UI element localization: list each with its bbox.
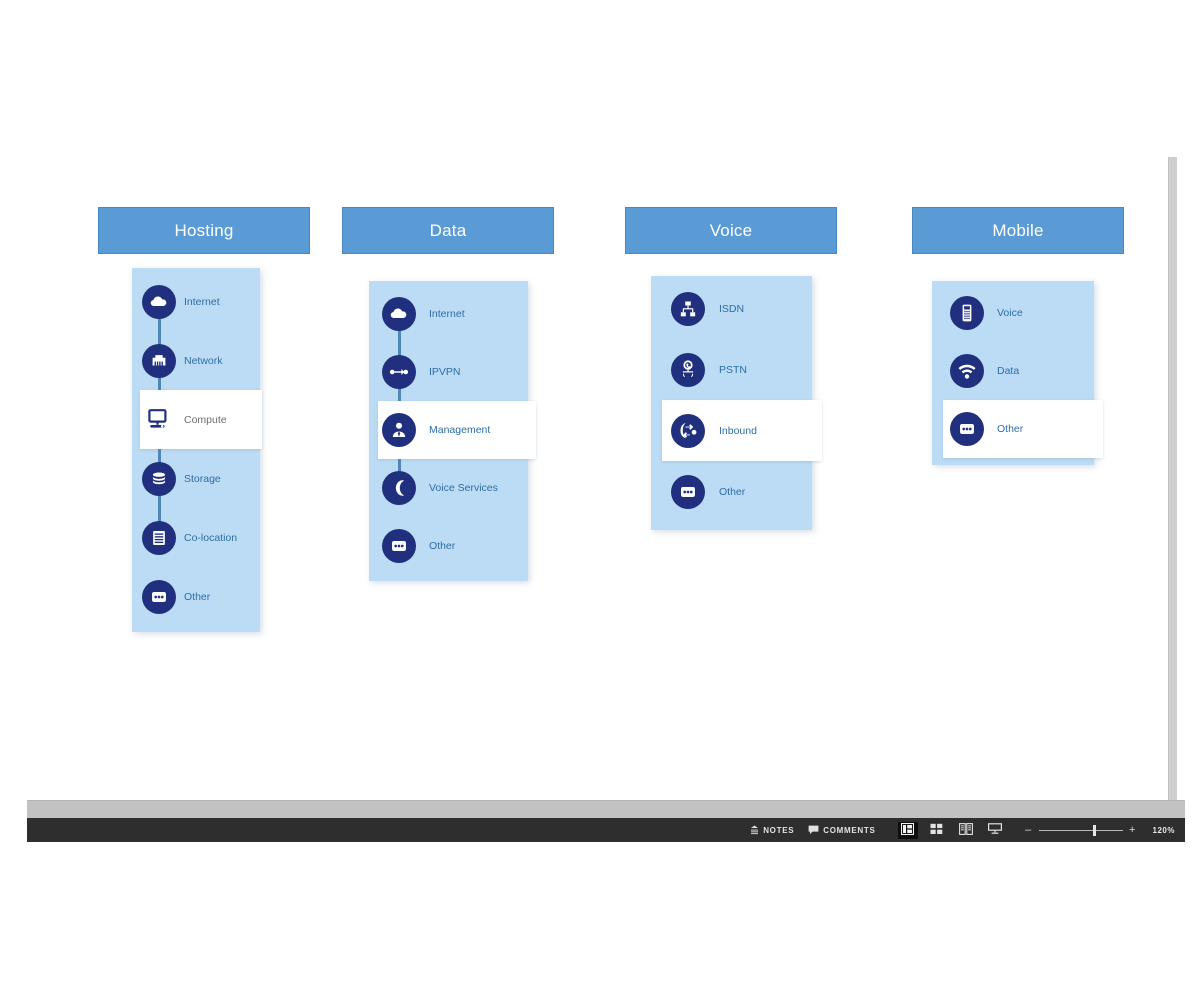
service-item-label: Voice	[997, 307, 1023, 319]
column-title: Hosting	[174, 220, 234, 240]
column-header-hosting[interactable]: Hosting	[98, 207, 310, 254]
service-item-label: Inbound	[719, 424, 757, 437]
column-header-data[interactable]: Data	[342, 207, 554, 254]
service-item-mobile-other[interactable]: Other	[932, 400, 1094, 458]
service-item-data-voice-services[interactable]: Voice Services	[369, 459, 528, 517]
service-item-label: Storage	[184, 472, 221, 485]
service-item-data-ipvpn[interactable]: IPVPN	[369, 343, 528, 401]
canvas-bottom-band	[27, 800, 1185, 819]
wifi-signal-icon	[950, 354, 984, 388]
service-item-label: Network	[184, 354, 223, 367]
ellipsis-icon	[382, 529, 416, 563]
zoom-slider-handle[interactable]	[1092, 824, 1096, 836]
column-header-voice[interactable]: Voice	[625, 207, 837, 254]
service-item-label: Data	[997, 365, 1020, 377]
ellipsis-icon	[950, 412, 984, 446]
service-item-label: Other	[184, 590, 211, 603]
service-item-hosting-network[interactable]: Network	[132, 331, 260, 390]
comment-icon	[808, 825, 819, 835]
cloud-icon	[142, 284, 176, 319]
comments-label: COMMENTS	[823, 825, 876, 835]
slide-sorter-button[interactable]	[927, 822, 947, 839]
column-title: Voice	[709, 220, 753, 240]
service-item-hosting-co-location[interactable]: Co-location	[132, 508, 260, 567]
ellipsis-icon	[671, 474, 705, 509]
column-title: Data	[429, 220, 467, 240]
phone-network-icon	[671, 352, 705, 387]
notes-icon	[750, 825, 759, 835]
network-tree-icon	[671, 291, 705, 326]
column-title: Mobile	[992, 220, 1044, 240]
zoom-slider[interactable]	[1038, 824, 1123, 836]
service-item-voice-inbound[interactable]: Inbound	[651, 400, 812, 461]
service-item-label: Co-location	[184, 531, 238, 544]
service-item-label: Internet	[184, 295, 220, 308]
ethernet-port-icon	[142, 343, 176, 378]
column-panel-hosting	[132, 268, 260, 632]
desktop-monitor-icon	[142, 403, 176, 437]
zoom-out-button[interactable]: –	[1025, 823, 1032, 836]
database-icon	[142, 461, 176, 496]
slide-sorter-icon	[930, 823, 943, 837]
service-item-hosting-internet[interactable]: Internet	[132, 272, 260, 331]
service-item-data-internet[interactable]: Internet	[369, 285, 528, 343]
zoom-level-label[interactable]: 120%	[1152, 825, 1175, 835]
service-item-voice-other[interactable]: Other	[651, 461, 812, 522]
service-item-label: IPVPN	[429, 366, 461, 378]
notes-button[interactable]: NOTES	[750, 825, 794, 835]
service-item-label: PSTN	[719, 363, 748, 376]
handset-icon	[382, 471, 416, 505]
zoom-in-button[interactable]: +	[1129, 823, 1137, 836]
comments-button[interactable]: COMMENTS	[808, 825, 875, 835]
service-item-data-other[interactable]: Other	[369, 517, 528, 575]
service-item-hosting-other[interactable]: Other	[132, 567, 260, 626]
cloud-icon	[382, 297, 416, 331]
service-item-label: Compute	[184, 413, 227, 426]
point-to-point-icon	[382, 355, 416, 389]
service-item-mobile-voice[interactable]: Voice	[932, 284, 1094, 342]
slide-show-button[interactable]	[985, 822, 1005, 839]
view-buttons-group	[897, 821, 1005, 839]
service-item-voice-pstn[interactable]: PSTN	[651, 339, 812, 400]
person-tie-icon	[382, 413, 416, 447]
service-item-data-management[interactable]: Management	[369, 401, 528, 459]
service-item-hosting-compute[interactable]: Compute	[132, 390, 260, 449]
service-item-label: Other	[719, 485, 746, 498]
service-item-mobile-data[interactable]: Data	[932, 342, 1094, 400]
service-item-hosting-storage[interactable]: Storage	[132, 449, 260, 508]
normal-view-button[interactable]	[897, 821, 918, 839]
column-header-mobile[interactable]: Mobile	[912, 207, 1124, 254]
status-bar: NOTES COMMENTS	[27, 818, 1185, 842]
inbound-routing-icon	[671, 413, 705, 448]
normal-view-icon	[900, 822, 915, 837]
slide-show-icon	[987, 823, 1002, 837]
service-item-label: ISDN	[719, 302, 745, 315]
mobile-phone-icon	[950, 296, 984, 330]
vertical-scrollbar-thumb[interactable]	[1169, 157, 1177, 802]
notes-label: NOTES	[763, 825, 795, 835]
service-item-voice-isdn[interactable]: ISDN	[651, 278, 812, 339]
service-item-label: Voice Services	[429, 482, 498, 494]
ellipsis-icon	[142, 579, 176, 614]
zoom-controls: – + 120%	[1025, 823, 1175, 836]
service-item-label: Other	[429, 540, 456, 552]
zoom-slider-rail	[1038, 829, 1123, 831]
reading-view-button[interactable]	[956, 822, 976, 839]
vertical-scrollbar[interactable]	[1168, 157, 1177, 802]
reading-view-icon	[958, 823, 973, 837]
service-item-label: Internet	[429, 308, 465, 320]
service-item-label: Management	[429, 424, 491, 436]
server-rack-icon	[142, 520, 176, 555]
row-highlight-backdrop	[140, 390, 262, 449]
service-item-label: Other	[997, 423, 1024, 435]
